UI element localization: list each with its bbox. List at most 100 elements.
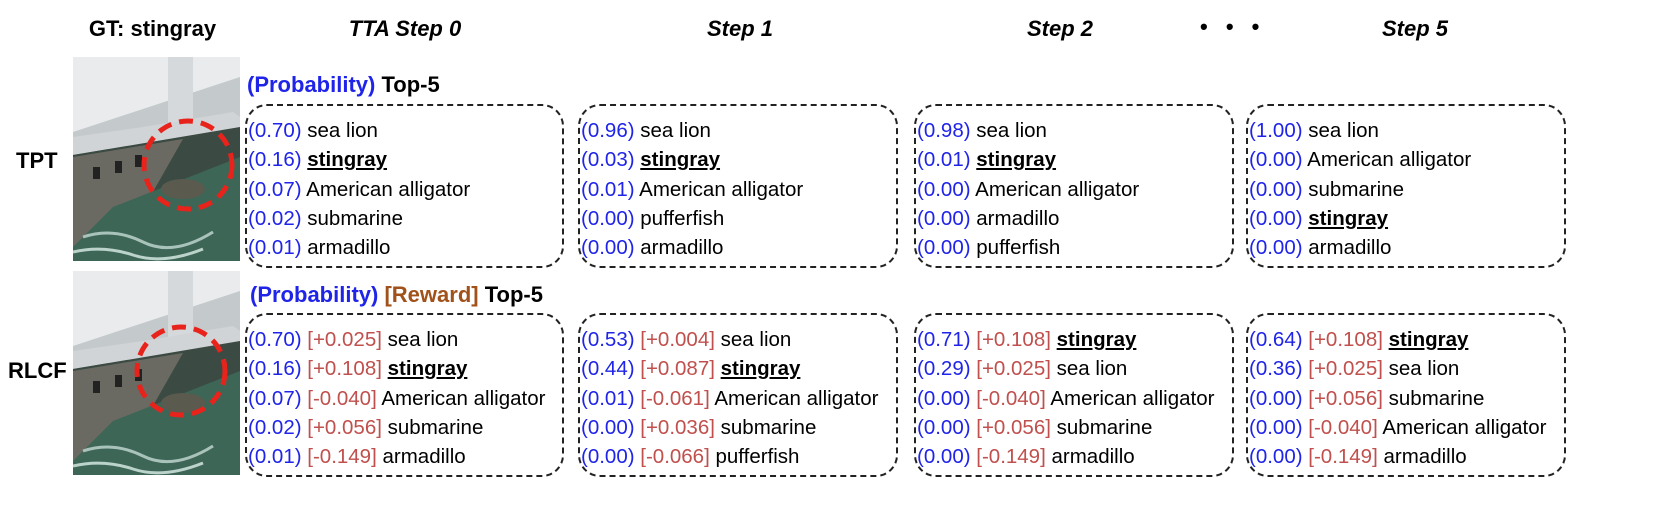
probability-value: (0.00) (1249, 177, 1303, 201)
rlcf-step-2-list: (0.71) [+0.108] stingray(0.29) [+0.025] … (917, 325, 1214, 471)
prediction-item: (0.02) [+0.056] submarine (248, 413, 545, 442)
rlcf-section-title: (Probability) [Reward] Top-5 (250, 282, 543, 308)
class-name: submarine (307, 206, 403, 230)
prediction-item: (0.16) stingray (248, 145, 470, 174)
probability-value: (0.00) (581, 445, 635, 469)
class-name: submarine (1388, 386, 1485, 410)
probability-value: (0.07) (248, 386, 302, 410)
prediction-item: (0.29) [+0.025] sea lion (917, 354, 1214, 383)
title-top5: Top-5 (484, 282, 543, 307)
reward-value: [-0.149] (307, 445, 377, 469)
prediction-item: (0.02) submarine (248, 204, 470, 233)
probability-value: (0.02) (248, 415, 302, 439)
reward-value: [-0.149] (976, 445, 1046, 469)
prediction-item: (0.00) [+0.056] submarine (1249, 384, 1546, 413)
prediction-item: (0.00) [-0.040] American alligator (917, 384, 1214, 413)
rlcf-step-2-box (914, 313, 1234, 477)
prediction-item: (0.71) [+0.108] stingray (917, 325, 1214, 354)
class-name: American alligator (1382, 415, 1547, 439)
class-name: sea lion (387, 328, 459, 351)
reward-value: [-0.040] (307, 386, 377, 410)
probability-value: (0.01) (581, 386, 635, 410)
probability-value: (0.00) (917, 236, 971, 260)
reward-value: [+0.025] (307, 328, 382, 351)
prediction-item: (0.00) [+0.036] submarine (581, 413, 878, 442)
probability-value: (0.00) (581, 236, 635, 260)
prediction-item: (0.00) American alligator (1249, 145, 1471, 174)
probability-value: (0.00) (581, 206, 635, 230)
reward-value: [+0.108] (1308, 328, 1383, 351)
prediction-item: (0.01) armadillo (248, 233, 470, 262)
class-name: pufferfish (976, 236, 1061, 260)
probability-value: (0.00) (1249, 445, 1303, 469)
class-name: American alligator (639, 177, 804, 201)
ground-truth-class: stingray (640, 148, 721, 172)
class-name: American alligator (975, 177, 1140, 201)
column-header-step-0: TTA Step 0 (348, 16, 462, 41)
probability-value: (0.36) (1249, 357, 1303, 381)
prediction-item: (0.16) [+0.108] stingray (248, 354, 545, 383)
ellipsis: • • • (1200, 14, 1266, 39)
class-name: sea lion (976, 119, 1047, 142)
class-name: American alligator (1050, 386, 1215, 410)
prediction-item: (0.01) [-0.061] American alligator (581, 384, 878, 413)
class-name: armadillo (1308, 236, 1392, 260)
tpt-step-0-box (245, 104, 564, 268)
probability-value: (0.00) (1249, 415, 1303, 439)
probability-value: (1.00) (1249, 119, 1303, 142)
tpt-step-5-list: (1.00) sea lion(0.00) American alligator… (1249, 116, 1471, 262)
rlcf-step-1-box (578, 313, 898, 477)
prediction-item: (0.01) stingray (917, 145, 1139, 174)
rlcf-step-0-box (245, 313, 564, 477)
prediction-item: (0.64) [+0.108] stingray (1249, 325, 1546, 354)
sample-image-rlcf (73, 271, 240, 475)
probability-value: (0.00) (1249, 148, 1303, 172)
reward-value: [+0.056] (976, 415, 1051, 439)
reward-value: [+0.056] (1308, 386, 1383, 410)
probability-value: (0.44) (581, 357, 635, 381)
prediction-item: (0.03) stingray (581, 145, 803, 174)
stingray-photo-icon (73, 271, 240, 475)
title-probability: (Probability) (247, 72, 376, 97)
gt-label: GT: stingray (88, 16, 217, 41)
probability-value: (0.01) (581, 177, 635, 201)
probability-value: (0.64) (1249, 328, 1303, 351)
class-name: American alligator (714, 386, 879, 410)
probability-value: (0.00) (917, 415, 971, 439)
column-header-step-5: Step 5 (1381, 16, 1449, 41)
probability-value: (0.16) (248, 148, 302, 172)
probability-value: (0.00) (1249, 206, 1303, 230)
tpt-step-5-box (1246, 104, 1566, 268)
ground-truth-class: stingray (720, 357, 801, 381)
prediction-item: (0.07) American alligator (248, 175, 470, 204)
reward-value: [-0.040] (976, 386, 1046, 410)
ground-truth-class: stingray (1056, 328, 1137, 351)
class-name: sea lion (307, 119, 378, 142)
row-label-rlcf: RLCF (8, 358, 67, 383)
prediction-item: (0.00) [-0.149] armadillo (917, 442, 1214, 471)
prediction-item: (0.44) [+0.087] stingray (581, 354, 878, 383)
ground-truth-class: stingray (1388, 328, 1469, 351)
reward-value: [+0.056] (307, 415, 382, 439)
probability-value: (0.00) (581, 415, 635, 439)
prediction-item: (0.01) American alligator (581, 175, 803, 204)
prediction-item: (0.00) [+0.056] submarine (917, 413, 1214, 442)
reward-value: [+0.108] (307, 357, 382, 381)
prediction-item: (0.00) [-0.149] armadillo (1249, 442, 1546, 471)
class-name: armadillo (640, 236, 724, 260)
prediction-item: (0.00) pufferfish (581, 204, 803, 233)
rlcf-step-5-box (1246, 313, 1566, 477)
prediction-item: (0.70) [+0.025] sea lion (248, 325, 545, 354)
probability-value: (0.53) (581, 328, 635, 351)
probability-value: (0.29) (917, 357, 971, 381)
rlcf-step-1-list: (0.53) [+0.004] sea lion(0.44) [+0.087] … (581, 325, 878, 471)
class-name: American alligator (381, 386, 546, 410)
probability-value: (0.01) (917, 148, 971, 172)
reward-value: [+0.108] (976, 328, 1051, 351)
class-name: American alligator (306, 177, 471, 201)
class-name: sea lion (640, 119, 711, 142)
ground-truth-class: stingray (1308, 206, 1389, 230)
class-name: American alligator (1307, 148, 1472, 172)
probability-value: (0.00) (917, 206, 971, 230)
rlcf-step-5-list: (0.64) [+0.108] stingray(0.36) [+0.025] … (1249, 325, 1546, 471)
